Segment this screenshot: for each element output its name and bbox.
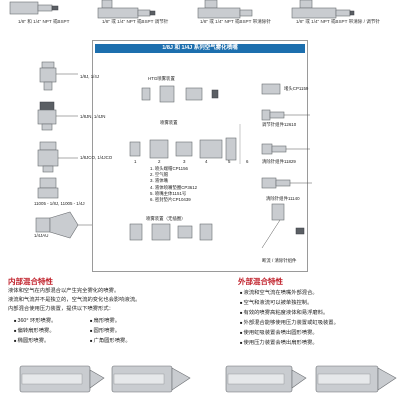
label-clean-needle-11140: 清除针组件11140 <box>266 196 300 201</box>
top-photo-strip <box>0 0 400 30</box>
adjust-needle-12610 <box>261 109 310 121</box>
external-mix-title: 外部混合特性 <box>238 277 283 286</box>
htg-parts-row <box>141 85 219 103</box>
internal-bullet-l2: 偏转扇形喷雾。 <box>14 326 55 334</box>
label-1-8j: 1/8J, 1/4J <box>80 74 100 79</box>
label-plug: 堵头CP1159 <box>284 86 309 91</box>
legend-item-2: 2. 空气帽 <box>150 172 169 178</box>
internal-bullet-r1: 扇形喷雾。 <box>90 316 121 324</box>
top-caption-4: 1/8" 或 1/4" NPT 或BSPT 带清除 / 调节针 <box>296 19 381 24</box>
label-adjust-needle: 调节针组件12610 <box>262 122 297 127</box>
label-1-8jn: 1/8JN, 1/4JN <box>80 114 106 119</box>
legend-item-1: 1. 喷头端帽CP1156 <box>150 166 188 171</box>
part-number-3: 3 <box>183 159 186 164</box>
part-number-6: 6 <box>246 159 249 164</box>
legend-item-3: 3. 液体嘴 <box>150 178 169 184</box>
assembly-11005 <box>37 177 59 199</box>
cutaway-internal-2 <box>111 365 191 393</box>
cutaway-internal-1 <box>19 365 105 393</box>
top-caption-2: 1/8" 或 1/4" NPT 或BSPT 调节针 <box>102 19 169 24</box>
internal-line-3: 内部混合使用压力装置，提供以下喷雾形式： <box>8 306 114 312</box>
assembly-1-8jn <box>37 101 78 131</box>
shutoff-needle <box>261 203 305 249</box>
legend-item-6: 6. 密封垫片CP10439 <box>150 197 191 203</box>
assembly-1-4jau <box>35 211 92 239</box>
clean-needle-11829 <box>261 143 310 155</box>
legend-item-4: 4. 液体喷嘴垫圈CP3612 <box>150 184 198 190</box>
assembly-1-8jco <box>37 141 78 173</box>
cutaway-external-2 <box>315 365 397 393</box>
internal-bullet-r3: 广角圆形喷雾。 <box>90 336 131 344</box>
external-bullet-5: 使用虹吸装置会喷出圆形喷雾。 <box>240 328 318 336</box>
nozzle-photo-3 <box>197 0 253 19</box>
cutaway-external-1 <box>225 365 307 393</box>
cutaway-illustrations <box>19 365 397 393</box>
top-caption-1: 1/8" 和 1/4" NPT 或BSPT <box>18 19 70 24</box>
nozzle-photo-2 <box>97 0 156 19</box>
htg-label: HTG喷雾装置 <box>148 76 175 81</box>
label-1-8jco: 1/8JCO, 1/4JCO <box>80 155 113 160</box>
part-number-4: 4 <box>205 159 208 164</box>
top-caption-3: 1/8" 或 1/4" NPT 或BSPT 带清除针 <box>200 19 271 24</box>
internal-bullet-r2: 圆形喷雾。 <box>90 326 121 334</box>
external-bullet-3: 有效的喷雾高粘度液体和易浮磨料。 <box>240 308 329 316</box>
top-nozzle-illustrations <box>9 0 355 19</box>
label-shutoff-needle: 断流 / 清除针组件 <box>262 258 297 263</box>
legend-item-5: 5. 喷嘴主体1151号 <box>150 190 187 196</box>
external-bullet-1: 液流和空气流在喷嘴外部混合。 <box>240 288 318 296</box>
assembly-parts-row <box>129 124 241 164</box>
external-bullet-2: 空气和液流可以被单独控制。 <box>240 298 313 306</box>
label-11005: 11005 - 1/8J, 11005 - 1/4J <box>34 201 85 206</box>
label-1-4jau: 1/4JAU <box>34 233 49 238</box>
assembly-1-8j <box>39 61 78 91</box>
diagram-frame <box>92 40 308 272</box>
noinsert-parts-row <box>129 223 213 241</box>
internal-mix-title: 内部混合特性 <box>8 277 53 286</box>
section-banner: 1/8J 和 1/4J 系列空气雾化喷嘴 <box>95 44 305 53</box>
nozzle-photo-1 <box>9 1 59 15</box>
internal-line-2: 液流和气流并不是独立的，空气流的变化也会影响液流。 <box>8 297 141 303</box>
internal-line-1: 液体和空气在内部混合以产生完全雾化的喷雾。 <box>8 288 120 294</box>
clean-needle-11140 <box>261 177 312 189</box>
assembly-label-1: 喷雾装置 <box>160 120 178 125</box>
part-number-5: 5 <box>228 159 231 164</box>
external-bullet-6: 使用压力装置会喷出扇形喷雾。 <box>240 338 318 346</box>
plug-cp1159 <box>261 83 281 95</box>
parts-legend: 1. 喷头端帽CP1156 2. 空气帽 3. 液体嘴 4. 液体喷嘴垫圈CP3… <box>150 166 197 203</box>
part-number-2: 2 <box>158 159 161 164</box>
external-bullet-4: 外部混合能够使用压力装置或虹吸装置。 <box>240 318 339 326</box>
internal-bullet-l1: 360° 环形喷雾。 <box>14 316 57 324</box>
exploded-parts-diagram <box>35 61 312 249</box>
assembly-label-2: 喷雾装置（无插圈） <box>146 216 186 221</box>
nozzle-photo-4 <box>291 0 355 19</box>
label-clean-needle-11829: 清除针组件11829 <box>262 159 296 164</box>
internal-bullet-l3: 椭圆形喷雾。 <box>14 336 50 344</box>
part-number-1: 1 <box>134 159 137 164</box>
